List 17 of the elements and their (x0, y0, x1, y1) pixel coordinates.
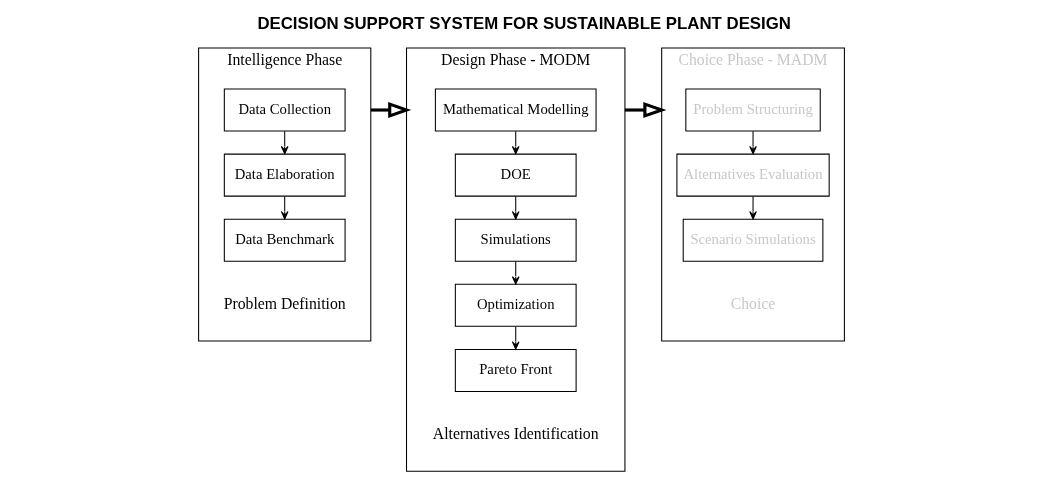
arrow (511, 130, 520, 155)
arrow (624, 101, 666, 119)
node-box: Pareto Front (454, 348, 577, 392)
node-box: DOE (454, 153, 577, 197)
arrow (511, 195, 520, 220)
arrow (748, 195, 757, 220)
node-box: Simulations (454, 218, 577, 262)
node-box: Data Benchmark (223, 218, 346, 262)
node-box: Data Elaboration (223, 153, 346, 197)
arrow (280, 130, 289, 155)
node-box: Data Collection (223, 88, 346, 132)
arrow (280, 195, 289, 220)
arrow (748, 130, 757, 155)
node-box: Optimization (454, 283, 577, 327)
diagram-title: DECISION SUPPORT SYSTEM FOR SUSTAINABLE PLANT DESIGN (256, 13, 791, 33)
arrow (370, 101, 411, 119)
node-box: Mathematical Modelling (434, 88, 597, 132)
